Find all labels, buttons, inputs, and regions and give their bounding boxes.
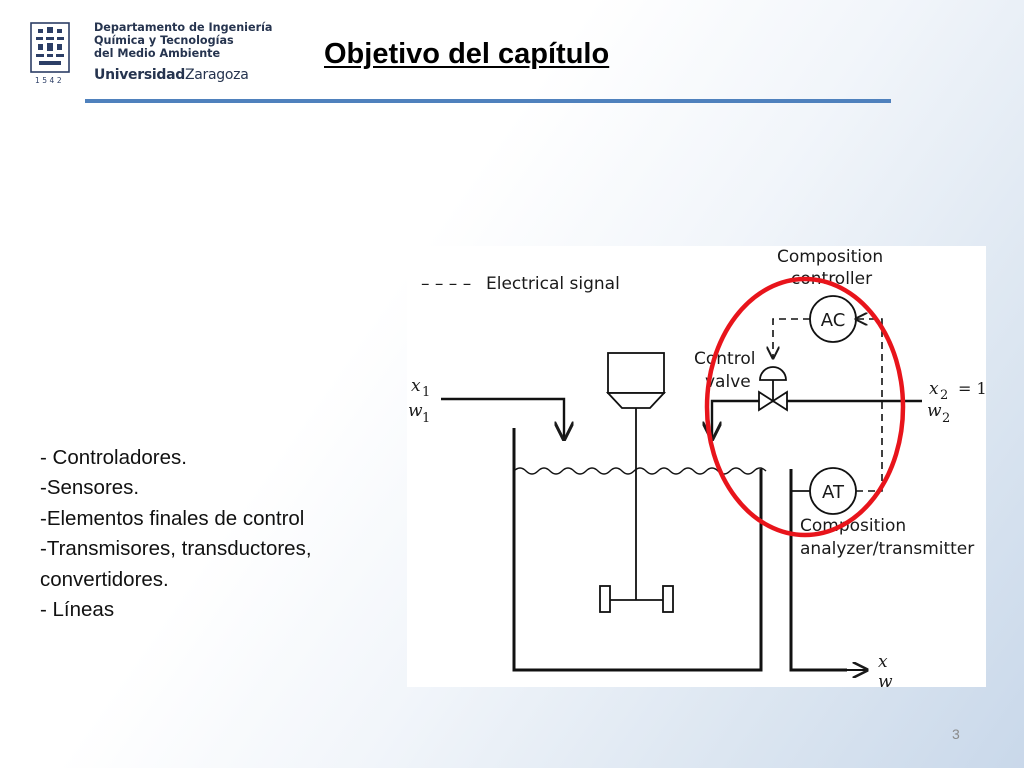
legend-dashes: – – – – — [421, 274, 471, 294]
w2-label: w — [927, 401, 942, 421]
department-line-2: Química y Tecnologías — [94, 34, 234, 48]
valve-label-line-2: valve — [705, 372, 751, 392]
x2-equals: = 1 — [958, 379, 986, 398]
w1-subscript: 1 — [422, 411, 430, 426]
university-logo: 1542 Departamento de Ingeniería Química … — [25, 18, 273, 86]
bullet-item: -Elementos finales de control — [40, 506, 305, 530]
bullet-item: convertidores. — [40, 567, 169, 591]
controller-tag: AC — [821, 310, 846, 331]
bullet-item: - Líneas — [40, 598, 115, 622]
agitator — [599, 352, 674, 613]
measurement-signal — [856, 319, 883, 492]
bullet-list: - Controladores. -Sensores. -Elementos f… — [40, 443, 312, 625]
highlight-circle — [704, 276, 906, 538]
bullet-item: -Sensores. — [40, 476, 140, 500]
controller-output-signal — [773, 318, 810, 358]
inlet-stream-1 — [441, 397, 564, 439]
logo-year: 1542 — [35, 76, 65, 85]
w1-label: w — [408, 401, 423, 421]
valve-label-line-1: Control — [694, 349, 755, 369]
liquid-level — [513, 467, 767, 475]
page-number: 3 — [952, 726, 960, 742]
x-out-label: x — [878, 652, 888, 672]
x1-subscript: 1 — [422, 385, 430, 400]
slide-title: Objetivo del capítulo — [324, 38, 610, 70]
department-name: Departamento de Ingeniería Química y Tec… — [94, 21, 273, 61]
department-line-1: Departamento de Ingeniería — [94, 21, 273, 34]
control-valve-icon — [758, 366, 788, 412]
x2-subscript: 2 — [940, 388, 948, 403]
bullet-item: - Controladores. — [40, 446, 187, 469]
bullet-item: -Transmisores, transductores, — [40, 537, 312, 561]
controller-label-line-2: controller — [791, 269, 872, 289]
transmitter-label-line-2: analyzer/transmitter — [800, 539, 974, 559]
w-out-label: w — [878, 672, 893, 687]
legend-label: Electrical signal — [486, 274, 620, 294]
university-name: UniversidadZaragoza — [94, 67, 249, 83]
controller-label-line-1: Composition — [777, 247, 883, 267]
x2-label: x — [929, 379, 939, 399]
transmitter-tag: AT — [822, 482, 845, 503]
mixing-tank — [512, 428, 847, 672]
university-name-bold: Universidad — [94, 67, 185, 83]
w2-subscript: 2 — [942, 411, 950, 426]
university-name-city: Zaragoza — [184, 67, 249, 83]
shield-icon — [30, 22, 70, 73]
inlet-stream-2 — [712, 399, 922, 439]
title-divider — [85, 99, 891, 103]
process-diagram-svg: – – – – Electrical signal Composition co… — [408, 247, 987, 692]
department-line-3: del Medio Ambiente — [94, 47, 221, 61]
process-diagram: – – – – Electrical signal Composition co… — [407, 246, 987, 692]
x1-label: x — [411, 376, 421, 396]
